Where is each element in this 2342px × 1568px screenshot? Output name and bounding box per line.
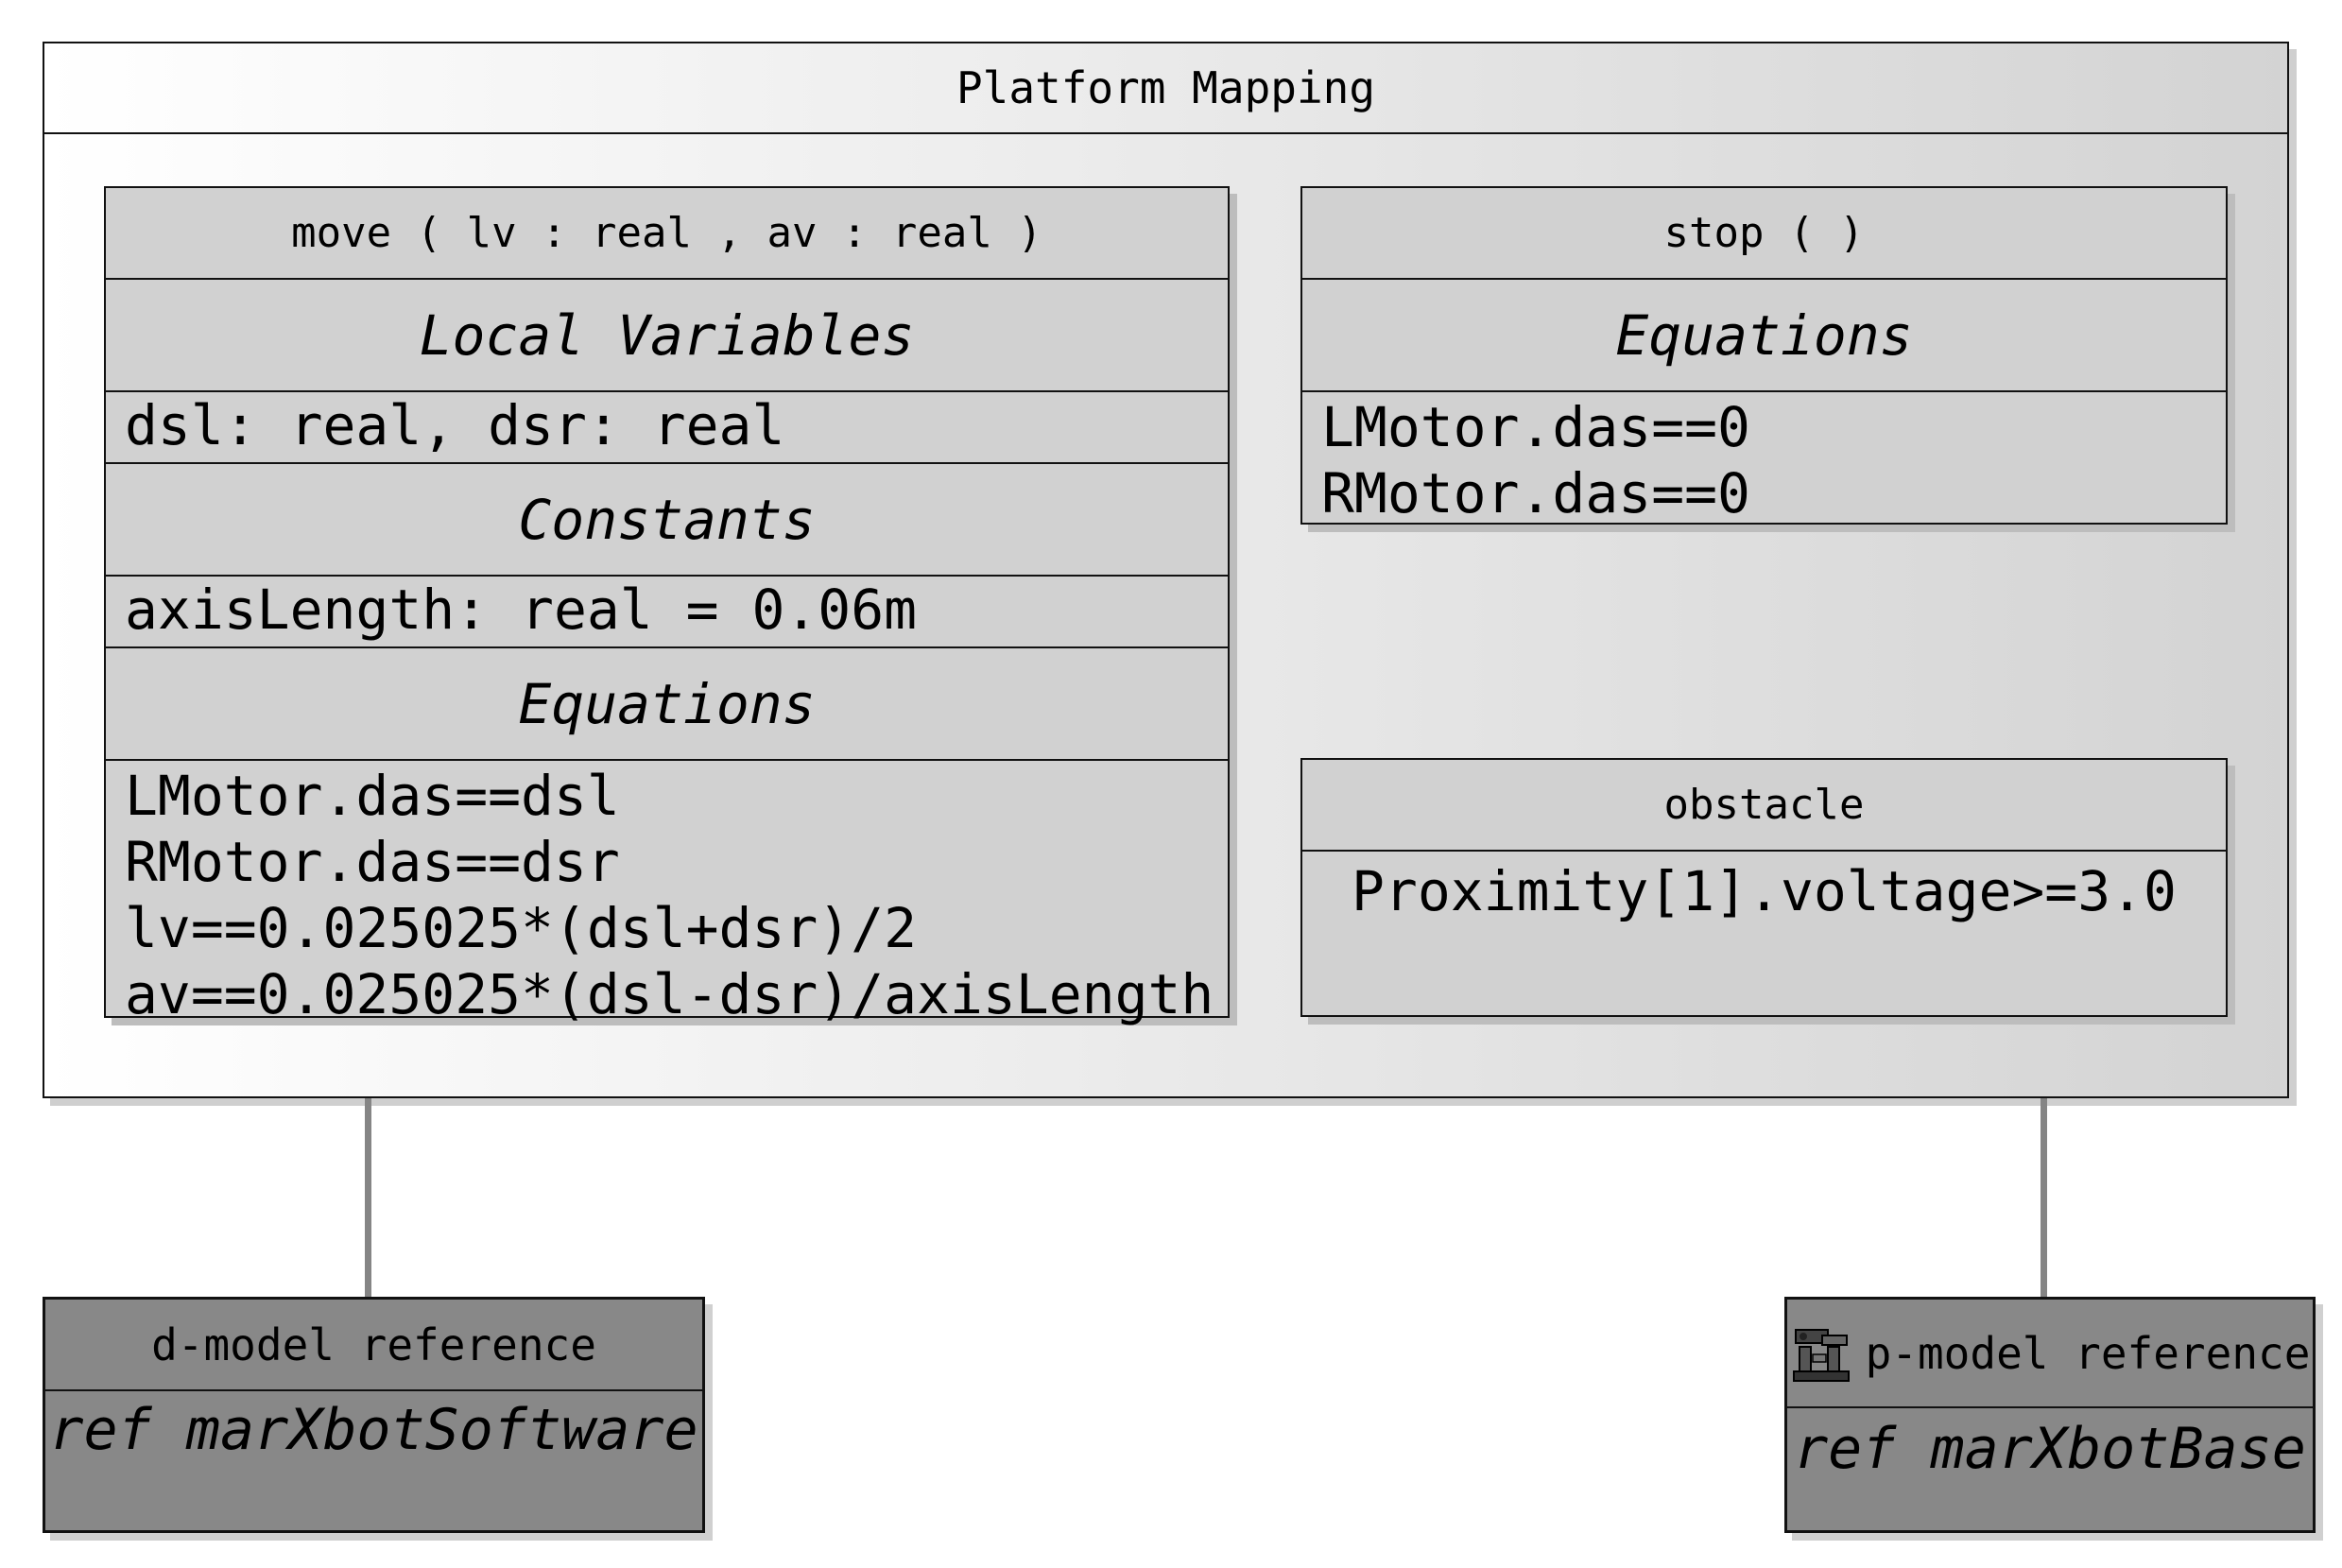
equation-line: av==0.025025*(dsl-dsr)/axisLength [125, 962, 1214, 1026]
local-variables-heading: Local Variables [106, 280, 1228, 392]
equation-line: RMotor.das==0 [1321, 461, 1750, 526]
d-model-connector [365, 1098, 371, 1297]
p-model-reference-header: p-model reference [1787, 1300, 2313, 1408]
equation-line: LMotor.das==dsl [125, 764, 620, 828]
constant-line: axisLength: real = 0.06m [125, 577, 918, 642]
p-model-reference-title: p-model reference [1865, 1327, 2311, 1379]
stop-equations-heading: Equations [1302, 280, 2226, 392]
stop-operation-box[interactable]: stop ( ) Equations LMotor.das==0 RMotor.… [1300, 186, 2228, 526]
move-operation-title: move ( lv : real , av : real ) [106, 188, 1228, 280]
d-model-reference-box[interactable]: d-model reference ref marXbotSoftware [43, 1297, 705, 1533]
d-model-reference-title: d-model reference [45, 1300, 702, 1391]
constants-list: axisLength: real = 0.06m [106, 577, 1228, 648]
platform-mapping-container: Platform Mapping move ( lv : real , av :… [43, 42, 2289, 1098]
local-variable-line: dsl: real, dsr: real [125, 393, 785, 457]
stop-operation-title: stop ( ) [1302, 188, 2226, 280]
equation-line: RMotor.das==dsr [125, 830, 620, 894]
platform-mapping-title: Platform Mapping [44, 43, 2287, 134]
equation-line: LMotor.das==0 [1321, 395, 1750, 459]
p-model-connector [2041, 1098, 2047, 1297]
p-model-reference-value: ref marXbotBase [1794, 1416, 2306, 1482]
robot-arm-icon [1790, 1322, 1852, 1385]
local-variables-list: dsl: real, dsr: real [106, 392, 1228, 464]
equation-line: lv==0.025025*(dsl+dsr)/2 [125, 896, 918, 960]
obstacle-title: obstacle [1302, 760, 2226, 852]
move-operation-box[interactable]: move ( lv : real , av : real ) Local Var… [104, 186, 1230, 1026]
p-model-reference-box[interactable]: p-model reference ref marXbotBase [1784, 1297, 2316, 1533]
d-model-reference-value: ref marXbotSoftware [49, 1397, 698, 1463]
constants-heading: Constants [106, 464, 1228, 577]
stop-equations-list: LMotor.das==0 RMotor.das==0 [1302, 392, 2226, 526]
move-equations-heading: Equations [106, 648, 1228, 761]
move-equations-list: LMotor.das==dsl RMotor.das==dsr lv==0.02… [106, 761, 1228, 1027]
obstacle-condition: Proximity[1].voltage>=3.0 [1352, 859, 2177, 923]
obstacle-box[interactable]: obstacle Proximity[1].voltage>=3.0 [1300, 758, 2228, 1017]
